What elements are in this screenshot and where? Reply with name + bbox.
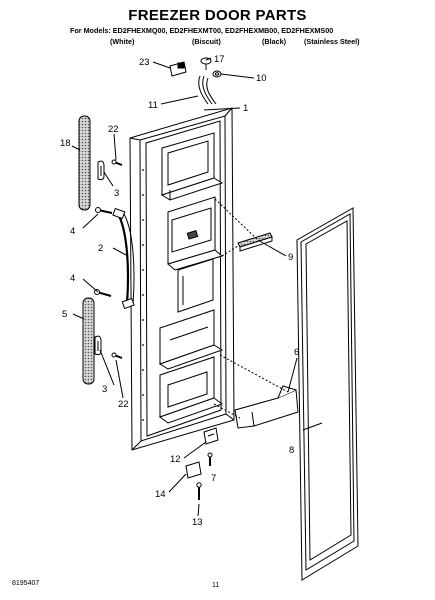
callout-6: 6	[294, 347, 299, 358]
door-gasket	[296, 207, 359, 581]
callout-4-lower: 4	[70, 273, 75, 284]
callout-2: 2	[98, 243, 103, 254]
callout-22-upper: 22	[108, 124, 119, 135]
wire-harness	[198, 75, 217, 105]
upper-trim-clip	[97, 160, 105, 181]
callout-10: 10	[256, 73, 267, 84]
variant-stainless-steel: (Stainless Steel)	[304, 37, 360, 46]
callout-13: 13	[192, 517, 203, 528]
callout-3-upper: 3	[114, 188, 119, 199]
callout-23: 23	[139, 57, 150, 68]
lower-trim-strip	[82, 297, 95, 385]
variant-white: (White)	[110, 37, 135, 46]
leader-lines	[71, 57, 323, 517]
top-door-bin	[160, 132, 224, 201]
door-shelf-bin	[234, 385, 299, 429]
variant-biscuit: (Biscuit)	[192, 37, 221, 46]
callout-3-lower: 3	[102, 384, 107, 395]
trim-screw-lower	[111, 352, 123, 359]
bottom-hinge-bracket	[203, 427, 219, 445]
lower-hinge-bracket	[185, 461, 202, 479]
page-title: FREEZER DOOR PARTS	[128, 7, 307, 24]
upper-trim-strip	[78, 115, 91, 211]
callout-11: 11	[148, 100, 158, 111]
callout-8: 8	[289, 445, 294, 456]
trim-screw-upper	[111, 159, 123, 166]
hinge-pin	[207, 452, 213, 466]
callout-labels: 1 2 3 3 4 4 5 6 7 8 9 10 11 12 13 14 17 …	[60, 54, 299, 528]
handle-screw-upper	[95, 207, 113, 214]
middle-door-bin	[158, 309, 224, 370]
callout-18: 18	[60, 138, 71, 149]
callout-17: 17	[214, 54, 225, 65]
lower-door-bin	[158, 356, 224, 424]
door-handle	[112, 207, 135, 310]
wire-connector	[169, 61, 187, 77]
callout-7: 7	[211, 473, 216, 484]
callout-9: 9	[288, 252, 293, 263]
callout-4-upper: 4	[70, 226, 75, 237]
callout-22-lower: 22	[118, 399, 129, 410]
callout-1: 1	[243, 103, 248, 114]
callout-5: 5	[62, 309, 67, 320]
bushing	[212, 70, 222, 78]
lower-trim-clip	[94, 335, 102, 356]
document-number: 8195407	[12, 580, 40, 587]
variant-black: (Black)	[262, 37, 286, 46]
dispenser-trim-piece	[237, 232, 273, 252]
handle-screw-lower	[94, 289, 112, 297]
models-line: For Models: ED2FHEXMQ00, ED2FHEXMT00, ED…	[70, 26, 334, 35]
page-number: 11	[212, 582, 220, 589]
callout-14: 14	[155, 489, 166, 500]
dispenser-housing	[166, 196, 224, 313]
hinge-screw	[196, 482, 202, 500]
callout-12: 12	[170, 454, 181, 465]
